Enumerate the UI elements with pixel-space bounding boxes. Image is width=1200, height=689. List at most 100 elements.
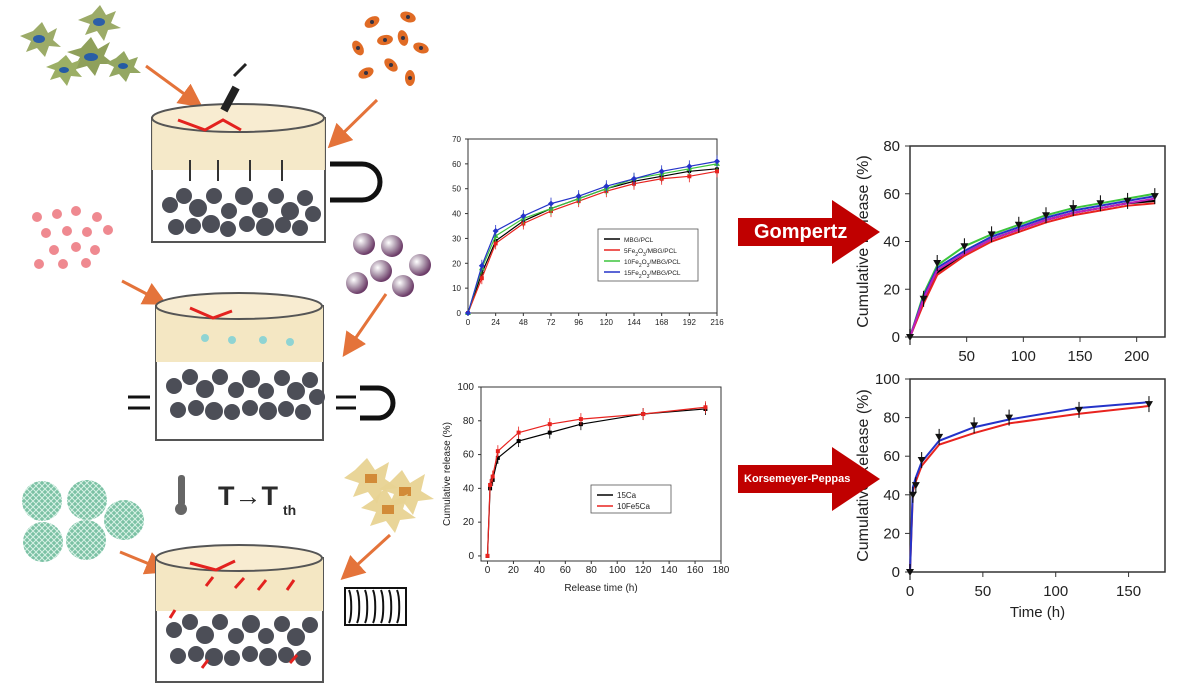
- fit-data-point: [1042, 212, 1050, 220]
- plot-frame: [909, 378, 1166, 573]
- x-tick-label: 72: [547, 318, 556, 327]
- fit-data-point: [987, 231, 996, 239]
- x-tick-label: 140: [661, 565, 678, 576]
- x-tick-label: 60: [560, 565, 572, 576]
- y-tick-label: 40: [452, 210, 461, 219]
- fit-data-point: [1096, 200, 1105, 208]
- y-tick-label: 20: [883, 281, 900, 298]
- y-tick-label: 60: [883, 448, 900, 465]
- x-tick-label: 150: [1067, 348, 1092, 365]
- legend-label: 10Fe5Ca: [617, 502, 650, 511]
- x-tick-label: 100: [609, 565, 626, 576]
- y-tick-label: 0: [468, 551, 474, 562]
- x-tick-label: 144: [627, 318, 641, 327]
- y-tick-label: 100: [457, 382, 474, 393]
- magnet-icon: [360, 385, 396, 421]
- fit-data-point: [935, 433, 944, 441]
- x-tick-label: 0: [485, 565, 491, 576]
- y-tick-label: 40: [463, 483, 475, 494]
- arrow-to-scaffold-1: [145, 64, 203, 108]
- fit-data-point: [1144, 401, 1153, 409]
- x-tick-label: 50: [958, 348, 975, 365]
- y-tick-label: 70: [452, 135, 461, 144]
- y-tick-label: 0: [457, 309, 462, 318]
- korsmeyer-peppas-model-arrow: Korsemeyer-Peppas: [738, 447, 880, 511]
- fit-data-point: [911, 482, 920, 490]
- scaffold-3-thermal: [155, 544, 407, 683]
- x-tick-label: 120: [635, 565, 652, 576]
- fit-data-point: [1014, 221, 1023, 229]
- pink-particles: [32, 206, 113, 269]
- y-tick-label: 50: [452, 185, 461, 194]
- x-tick-label: 50: [975, 583, 992, 600]
- y-tick-label: 20: [883, 525, 900, 542]
- y-tick-label: 80: [463, 416, 475, 427]
- legend-label: 15Ca: [617, 491, 637, 500]
- y-tick-label: 0: [892, 564, 900, 581]
- x-tick-label: 200: [1124, 348, 1149, 365]
- y-tick-label: 100: [875, 371, 900, 388]
- y-axis-label: Cumulative release (%): [442, 422, 453, 526]
- x-tick-label: 180: [713, 565, 730, 576]
- legend-label: 5Fe2O3/MBG/PCL: [624, 248, 677, 258]
- orange-cells-cluster: [352, 11, 429, 86]
- fit-data-point: [919, 295, 928, 303]
- x-axis-label: Release time (h): [564, 583, 637, 594]
- y-tick-label: 30: [452, 234, 461, 243]
- scaffold-1-magnetic: [151, 62, 383, 243]
- scaffold-release-scheme: T→T th: [20, 5, 434, 683]
- y-tick-label: 40: [883, 487, 900, 504]
- x-tick-label: 192: [683, 318, 697, 327]
- legend-label: 15Fe2O3/MBG/PCL: [624, 270, 681, 280]
- x-tick-label: 100: [1043, 583, 1068, 600]
- x-tick-label: 24: [491, 318, 500, 327]
- x-tick-label: 20: [508, 565, 520, 576]
- arrow-to-scaffold-2b: [342, 293, 388, 357]
- legend-label: MBG/PCL: [624, 237, 654, 244]
- x-tick-label: 160: [687, 565, 704, 576]
- fit-data-point: [1123, 197, 1132, 205]
- plot-frame: [909, 145, 1166, 338]
- y-tick-label: 40: [883, 234, 900, 251]
- series-point: [485, 553, 490, 558]
- x-tick-label: 168: [655, 318, 669, 327]
- y-tick-label: 10: [452, 284, 461, 293]
- x-tick-label: 80: [586, 565, 598, 576]
- syringe-icon: [220, 62, 248, 113]
- coil-icon: [344, 587, 407, 626]
- green-cells-cluster: [20, 5, 141, 86]
- fit-data-point: [1069, 205, 1078, 213]
- y-tick-label: 80: [883, 410, 900, 427]
- x-tick-label: 0: [906, 583, 914, 600]
- fit-data-point: [917, 457, 926, 465]
- chart-korsmeyer-fit: 050100150020406080100Cumulative Release …: [855, 371, 1166, 621]
- y-tick-label: 60: [883, 186, 900, 203]
- y-tick-label: 60: [452, 160, 461, 169]
- x-tick-label: 40: [534, 565, 546, 576]
- y-tick-label: 60: [463, 450, 475, 461]
- thermometer-icon: [175, 475, 187, 515]
- y-tick-label: 80: [883, 138, 900, 155]
- fit-data-point: [908, 491, 917, 499]
- legend-label: 10Fe2O3/MBG/PCL: [624, 259, 681, 269]
- temperature-label: T→T: [218, 481, 278, 511]
- plot-frame: [480, 386, 722, 562]
- checker-spheres: [22, 480, 144, 562]
- yellow-cells-cluster: [344, 458, 434, 533]
- x-tick-label: 100: [1011, 348, 1036, 365]
- x-tick-label: 216: [710, 318, 724, 327]
- magnet-icon: [330, 161, 383, 203]
- x-tick-label: 0: [466, 318, 471, 327]
- arrow-to-scaffold-3b: [340, 533, 392, 581]
- arrow-to-scaffold-1b: [327, 98, 379, 149]
- legend-box: [590, 484, 672, 514]
- chart-gompertz-fit: 50100150200020406080Cumulative Release (…: [855, 138, 1166, 365]
- series-point: [465, 310, 471, 316]
- x-tick-label: 150: [1116, 583, 1141, 600]
- fit-data-point: [1005, 414, 1014, 422]
- gompertz-label: Gompertz: [754, 220, 848, 243]
